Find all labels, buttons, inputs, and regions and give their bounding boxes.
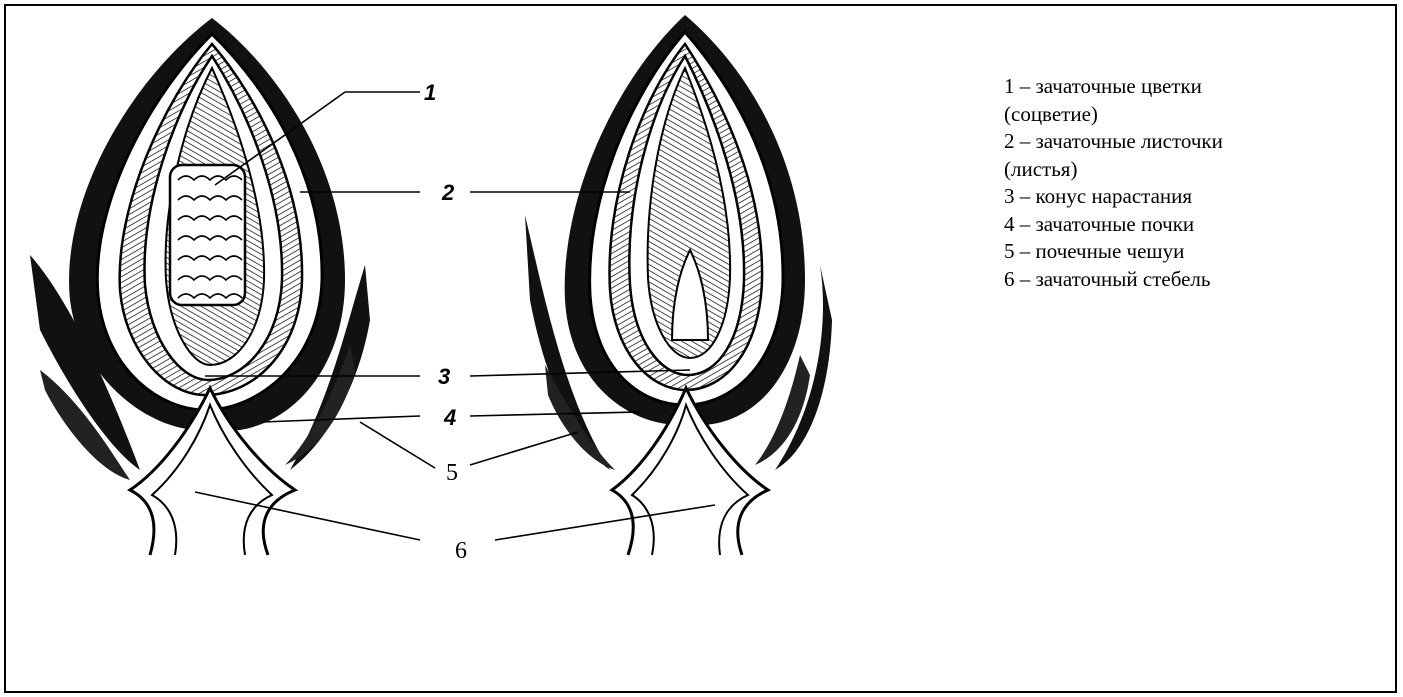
legend-item: 2 – зачаточные листочки bbox=[1004, 128, 1364, 156]
label-6: 6 bbox=[455, 538, 467, 564]
inflorescence bbox=[170, 165, 245, 305]
legend-item: (листья) bbox=[1004, 156, 1364, 184]
legend: 1 – зачаточные цветки (соцветие) 2 – зач… bbox=[1004, 73, 1364, 293]
legend-item: (соцветие) bbox=[1004, 101, 1364, 129]
label-3: 3 bbox=[438, 364, 450, 389]
label-4: 4 bbox=[443, 405, 456, 430]
label-1: 1 bbox=[424, 80, 436, 105]
legend-item: 4 – зачаточные почки bbox=[1004, 211, 1364, 239]
legend-item: 6 – зачаточный стебель bbox=[1004, 266, 1364, 294]
generative-bud bbox=[30, 18, 370, 555]
vegetative-bud bbox=[525, 15, 832, 555]
legend-item: 1 – зачаточные цветки bbox=[1004, 73, 1364, 101]
legend-item: 3 – конус нарастания bbox=[1004, 183, 1364, 211]
label-5: 5 bbox=[446, 460, 458, 486]
legend-item: 5 – почечные чешуи bbox=[1004, 238, 1364, 266]
bud-diagram: 1 2 3 4 5 6 bbox=[0, 0, 1000, 697]
label-2: 2 bbox=[441, 180, 455, 205]
